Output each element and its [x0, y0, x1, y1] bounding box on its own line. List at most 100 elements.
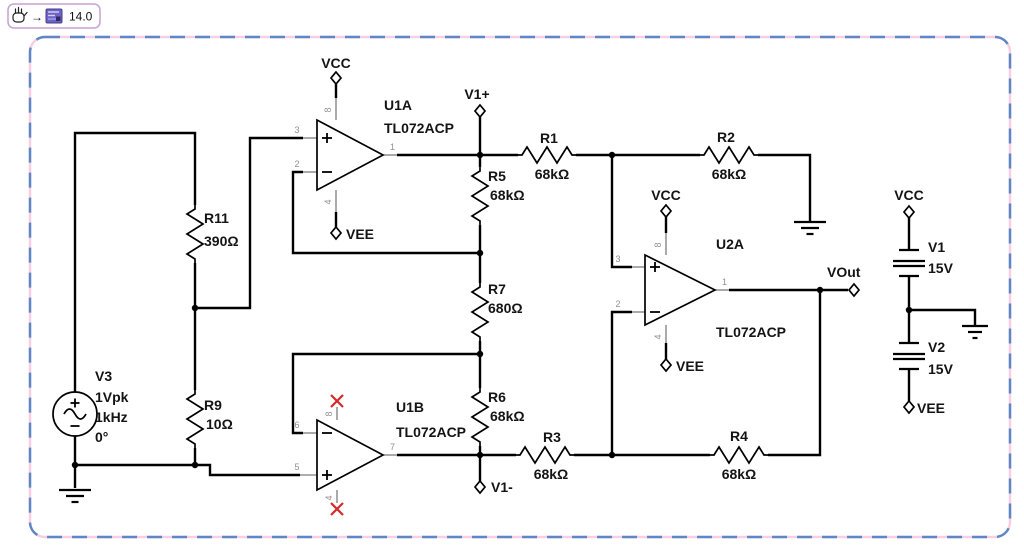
diamond-connector[interactable]	[329, 70, 343, 86]
resistor-ref: R4	[730, 428, 748, 444]
opamp-part: TL072ACP	[396, 424, 466, 440]
junction-dot	[191, 461, 199, 469]
net-connector-v1plus[interactable]: V1+	[464, 86, 490, 119]
diamond-connector[interactable]	[473, 103, 487, 119]
wire[interactable]	[909, 308, 977, 326]
net-label-vcc: VCC	[651, 187, 681, 203]
junction-dot	[608, 151, 616, 159]
resistor-r4[interactable]: R4 68kΩ	[710, 428, 768, 482]
wire[interactable]	[75, 463, 300, 477]
resistor-ref: R6	[488, 389, 506, 405]
resistor-r11[interactable]: R11 390Ω	[185, 205, 239, 263]
diamond-connector[interactable]	[329, 225, 343, 241]
net-connector-vcc-u1a[interactable]: VCC	[321, 55, 351, 86]
opamp-u2a[interactable]: 3 2 1 8 4 U2A TL072ACP	[615, 217, 786, 359]
diamond-connector[interactable]	[659, 203, 673, 219]
wire[interactable]	[73, 131, 197, 392]
wire[interactable]	[768, 290, 822, 457]
no-connect-x-icon	[330, 394, 344, 408]
pin-number: 8	[653, 242, 663, 247]
source-v3[interactable]: V3 1Vpk 1kHz 0°	[52, 368, 129, 445]
wire[interactable]	[610, 155, 632, 269]
battery-v2[interactable]: V2 15V	[893, 339, 954, 377]
pin-number: 4	[324, 495, 334, 500]
ground-symbol[interactable]	[962, 324, 988, 340]
pin-number: 2	[615, 299, 620, 309]
resistor-value: 68kΩ	[534, 466, 569, 482]
ground-symbol[interactable]	[794, 220, 826, 236]
net-connector-vcc-u2a[interactable]: VCC	[651, 187, 681, 219]
no-connect-x-icon	[330, 502, 344, 516]
opamp-part: TL072ACP	[384, 120, 454, 136]
net-label-vee: VEE	[346, 226, 374, 242]
resistor-value: 68kΩ	[722, 466, 757, 482]
junction-dot	[476, 151, 484, 159]
resistor-r6[interactable]: R6 68kΩ	[470, 388, 525, 446]
selection-border[interactable]	[28, 35, 1012, 539]
resistor-r1[interactable]: R1 68kΩ	[518, 130, 576, 182]
junction-dot	[905, 306, 913, 314]
net-label-vee: VEE	[676, 358, 704, 374]
resistor-r7[interactable]: R7 680Ω	[470, 281, 523, 341]
battery-v1[interactable]: V1 15V	[893, 239, 954, 278]
junction-dot	[476, 350, 484, 358]
schematic-thumbnail-icon	[45, 8, 63, 24]
source-amplitude: 1Vpk	[95, 389, 129, 405]
tab-arrow: →	[31, 10, 43, 24]
net-label-v1minus: V1-	[491, 479, 513, 495]
opamp-ref: U2A	[716, 236, 744, 252]
zoom-tab[interactable]: → 14.0	[7, 3, 101, 29]
junction-dot	[71, 461, 79, 469]
ground-symbol[interactable]	[59, 488, 91, 504]
net-connector-vcc-supply[interactable]: VCC	[894, 187, 924, 220]
net-label-vout: VOut	[827, 264, 861, 280]
resistor-r5[interactable]: R5 68kΩ	[470, 167, 525, 225]
resistor-value: 68kΩ	[535, 166, 570, 182]
resistor-value: 680Ω	[488, 300, 523, 316]
pin-number: 3	[294, 125, 299, 135]
opamp-u1a[interactable]: 3 2 1 8 4 U1A TL072ACP	[294, 84, 454, 227]
pin-number: 4	[323, 199, 333, 204]
diamond-connector[interactable]	[847, 282, 861, 298]
junction-dot	[476, 249, 484, 257]
net-label-vcc: VCC	[894, 187, 924, 203]
diamond-connector[interactable]	[659, 357, 673, 373]
resistor-r9[interactable]: R9 10Ω	[185, 390, 233, 448]
pin-number: 1	[390, 142, 395, 152]
source-phase: 0°	[95, 429, 108, 445]
pin-number: 7	[390, 442, 395, 452]
resistor-value: 10Ω	[206, 416, 233, 432]
diamond-connector[interactable]	[473, 479, 487, 495]
wire[interactable]	[193, 136, 303, 310]
opamp-ref: U1B	[396, 399, 424, 415]
wire[interactable]	[610, 310, 632, 455]
resistor-ref: R3	[543, 429, 561, 445]
wire[interactable]	[291, 170, 480, 255]
pin-number: 8	[324, 411, 334, 416]
pin-number: 8	[323, 107, 333, 112]
wires[interactable]	[73, 117, 977, 488]
net-connector-vout[interactable]: VOut	[827, 264, 861, 298]
resistor-r2[interactable]: R2 68kΩ	[700, 129, 758, 182]
resistor-r3[interactable]: R3 68kΩ	[516, 429, 574, 482]
battery-value: 15V	[928, 260, 954, 276]
resistor-value: 68kΩ	[490, 187, 525, 203]
resistor-ref: R7	[488, 281, 506, 297]
resistor-value: 68kΩ	[712, 166, 747, 182]
net-connector-v1minus[interactable]: V1-	[473, 479, 513, 495]
resistor-ref: R2	[717, 129, 735, 145]
diamond-connector[interactable]	[902, 399, 916, 415]
selection-border-pink	[28, 35, 1012, 539]
pin-number: 3	[615, 254, 620, 264]
wire[interactable]	[758, 153, 812, 222]
net-connector-vee-u2a[interactable]: VEE	[659, 357, 704, 374]
resistor-ref: R11	[204, 210, 229, 226]
net-connector-vee-supply[interactable]: VEE	[902, 399, 945, 416]
opamp-u1b[interactable]: 6 5 7 8 4 U1B TL072ACP	[294, 394, 466, 516]
diamond-connector[interactable]	[902, 204, 916, 220]
wire[interactable]	[291, 352, 480, 435]
net-connector-vee-u1a[interactable]: VEE	[329, 225, 374, 242]
pin-number: 4	[653, 334, 663, 339]
